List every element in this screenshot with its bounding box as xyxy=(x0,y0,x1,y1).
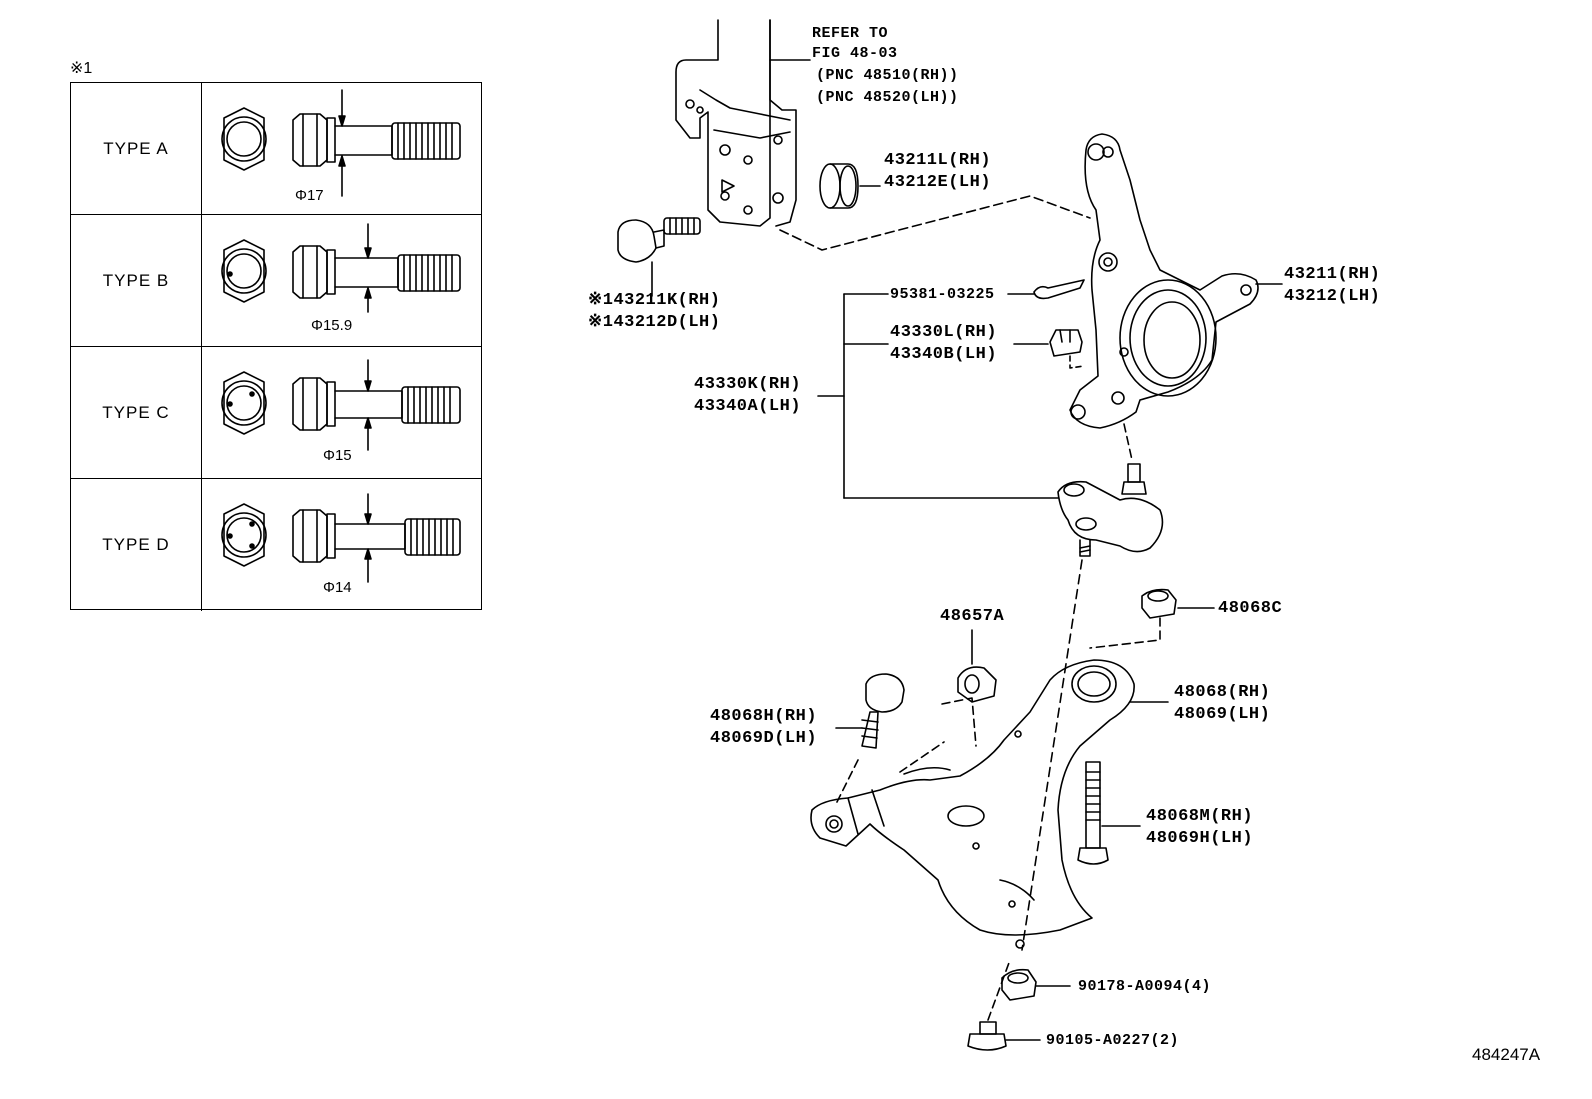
type-name: TYPE C xyxy=(102,403,170,422)
part-label[interactable]: 48069(LH) xyxy=(1174,705,1271,724)
part-label[interactable]: ※143211K(RH) xyxy=(588,291,721,310)
part-label[interactable]: 48068(RH) xyxy=(1174,683,1271,702)
part-label[interactable]: 90178-A0094(4) xyxy=(1078,978,1212,995)
refer-line-1: REFER TO xyxy=(812,25,889,42)
part-label[interactable]: 48657A xyxy=(940,607,1005,626)
part-label[interactable]: 48069D(LH) xyxy=(710,729,818,748)
lower-control-arm xyxy=(810,659,1169,949)
type-row-a: TYPE A Φ17 xyxy=(71,83,481,215)
leader-bracket xyxy=(817,293,1059,499)
type-name: TYPE A xyxy=(103,139,169,158)
refer-line-2: FIG 48-03 xyxy=(812,45,898,62)
refer-line-3: (PNC 48510(RH)) xyxy=(816,67,959,84)
castle-nut xyxy=(1013,329,1085,369)
strut-bracket xyxy=(675,19,811,227)
bolt-48068m xyxy=(1077,761,1141,865)
type-name: TYPE B xyxy=(102,271,170,290)
part-label[interactable]: 48068C xyxy=(1218,599,1283,618)
steering-knuckle xyxy=(1069,133,1283,429)
part-label[interactable]: 95381-03225 xyxy=(890,286,995,303)
note-mark: ※1 xyxy=(70,60,93,77)
bolt-48068h xyxy=(835,673,945,805)
part-label[interactable]: 43330L(RH) xyxy=(890,323,998,342)
type-diameter: Φ17 xyxy=(295,187,324,204)
type-row-b: TYPE B Φ15.9 xyxy=(71,215,481,347)
part-label[interactable]: 43211(RH) xyxy=(1284,265,1381,284)
nut-48068c xyxy=(1089,588,1215,649)
type-row-d: TYPE D Φ14 xyxy=(71,479,481,611)
nut-90178 xyxy=(1001,968,1071,1001)
part-label[interactable]: 43212E(LH) xyxy=(884,173,992,192)
part-label[interactable]: 48068H(RH) xyxy=(710,707,818,726)
part-label[interactable]: 43212(LH) xyxy=(1284,287,1381,306)
part-label[interactable]: 43340B(LH) xyxy=(890,345,998,364)
type-diameter: Φ15.9 xyxy=(311,317,353,334)
part-label[interactable]: 43211L(RH) xyxy=(884,151,992,170)
stabilizer-nut xyxy=(941,629,997,747)
part-label[interactable]: 48068M(RH) xyxy=(1146,807,1254,826)
part-label[interactable]: 48069H(LH) xyxy=(1146,829,1254,848)
bolt-90105 xyxy=(967,959,1041,1051)
part-label[interactable]: 43330K(RH) xyxy=(694,375,802,394)
refer-line-4: (PNC 48520(LH)) xyxy=(816,89,959,106)
cotter-pin xyxy=(1007,279,1085,300)
bolt-drawings xyxy=(221,89,461,583)
part-label[interactable]: 90105-A0227(2) xyxy=(1046,1032,1180,1049)
camber-bolt xyxy=(617,217,701,297)
type-name: TYPE D xyxy=(102,535,170,554)
part-label[interactable]: 43340A(LH) xyxy=(694,397,802,416)
type-diameter: Φ14 xyxy=(323,579,352,596)
bushing xyxy=(819,163,881,209)
figure-id: 484247A xyxy=(1472,1045,1541,1064)
type-diameter: Φ15 xyxy=(323,447,352,464)
type-row-c: TYPE C Φ15 xyxy=(71,347,481,479)
ball-joint xyxy=(1057,463,1164,557)
bolt-type-table: TYPE A Φ17 TYPE B Φ15.9 TYPE C Φ15 TYPE … xyxy=(70,82,482,611)
part-label[interactable]: ※143212D(LH) xyxy=(588,313,721,332)
